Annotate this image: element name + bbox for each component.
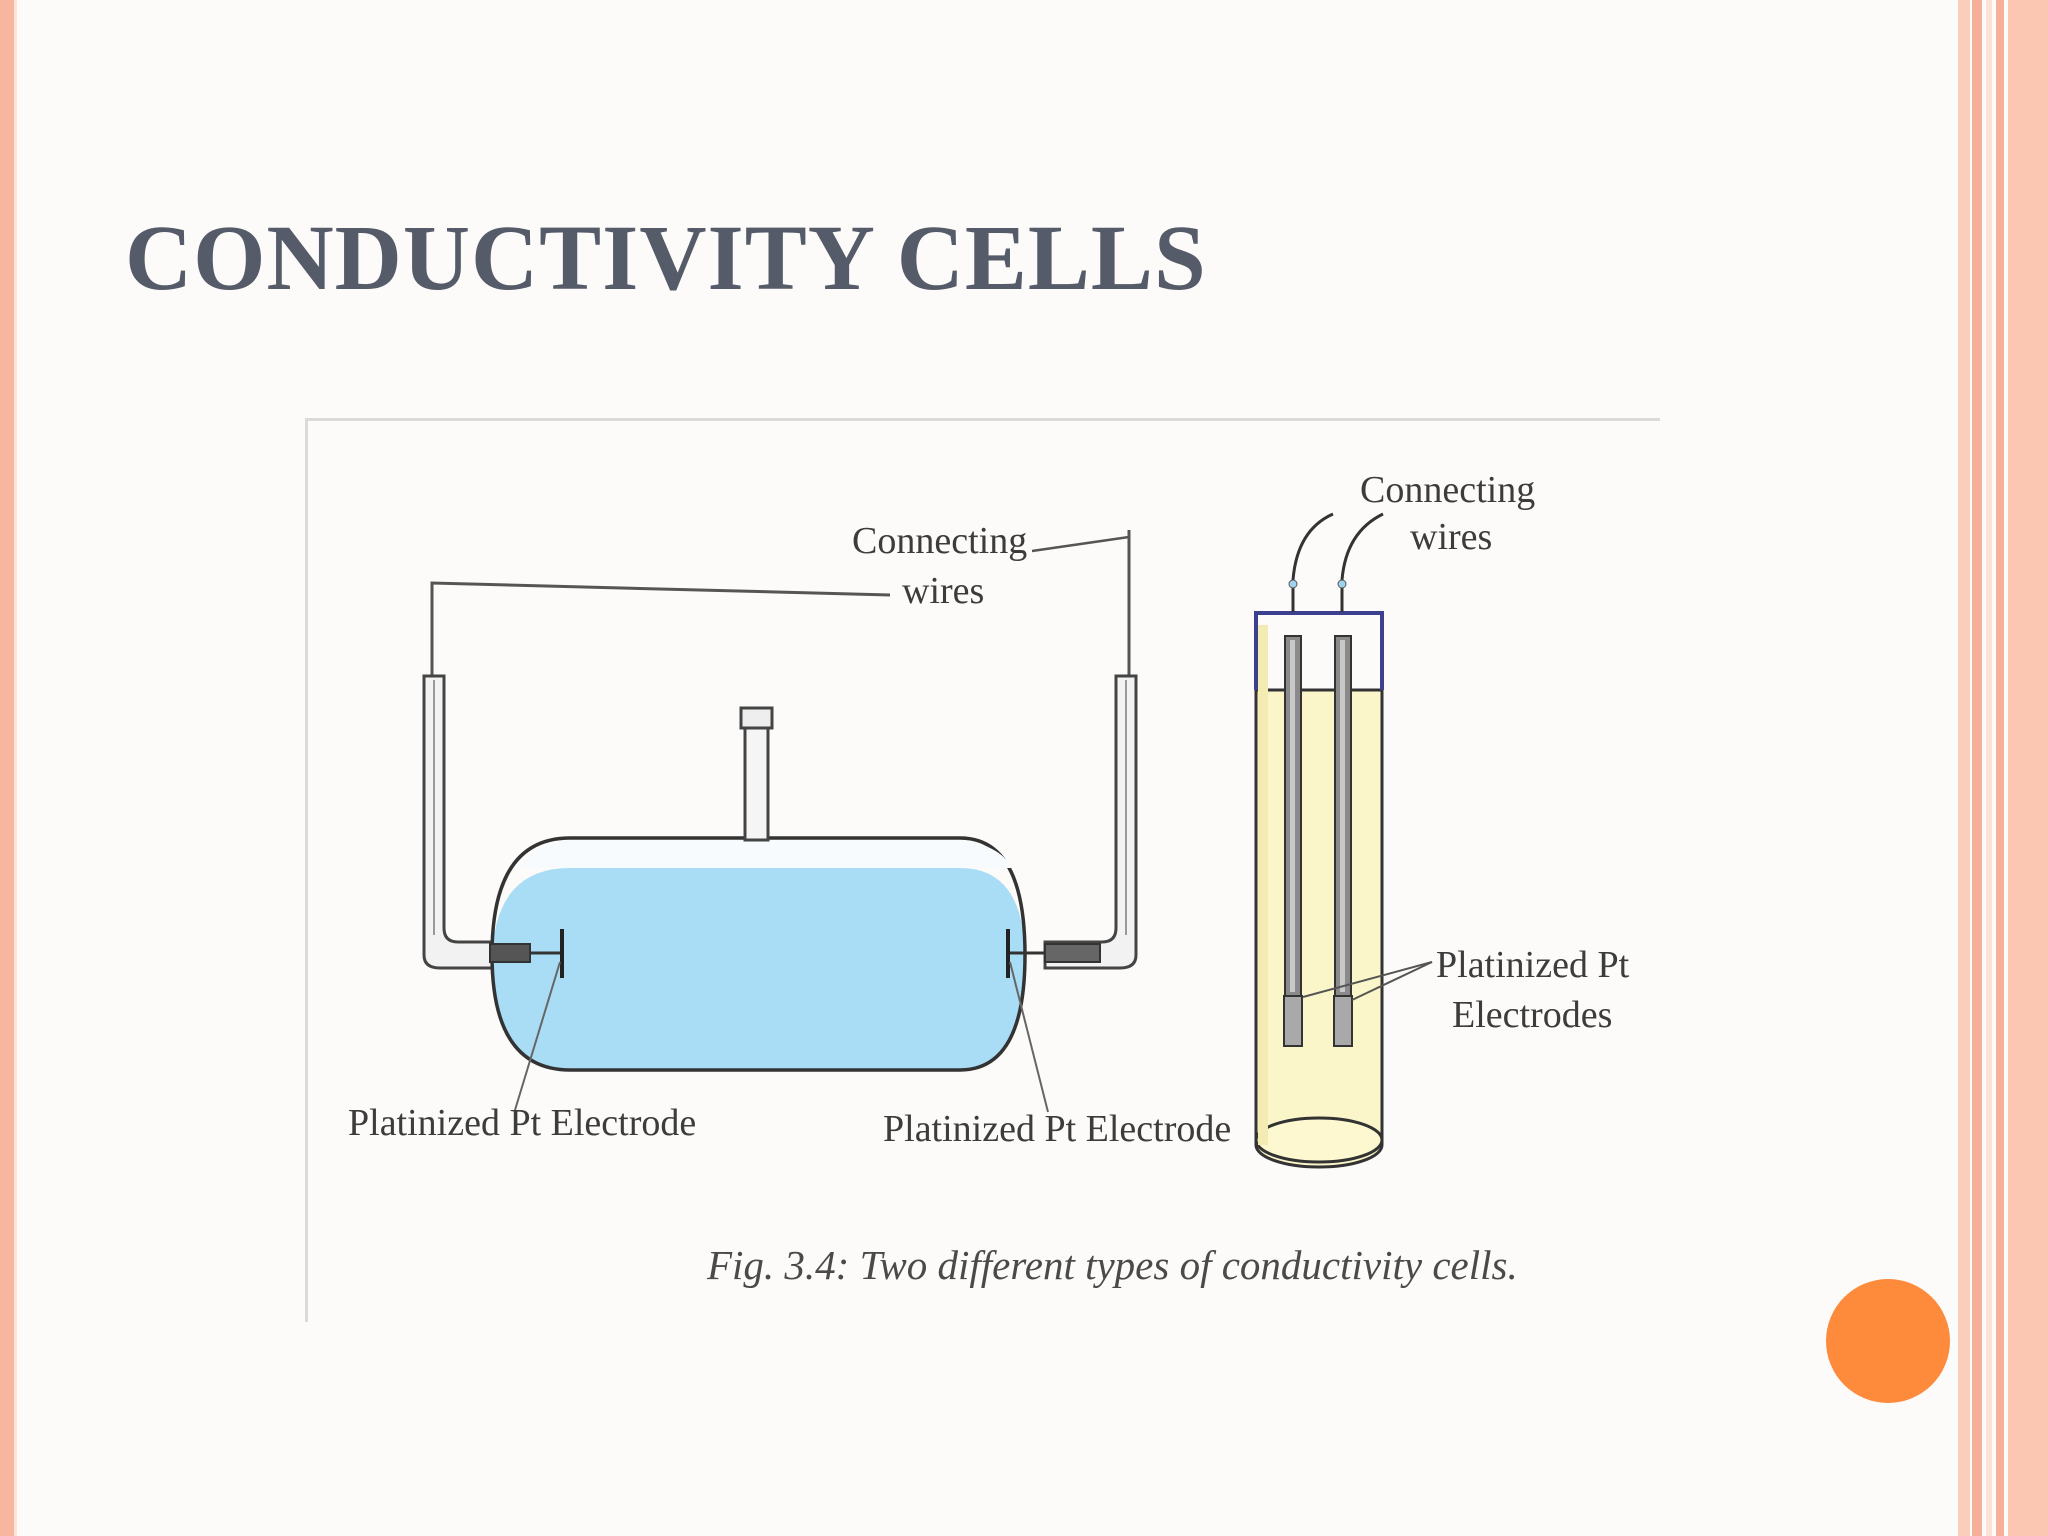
figure-frame	[305, 418, 1660, 1322]
cell-a-left-electrode-label: Platinized Pt Electrode	[348, 1102, 697, 1144]
cell-b-wires-label-line1: Connecting	[1360, 469, 1536, 511]
cell-b-tube-bottom	[1254, 1116, 1384, 1164]
right-glass-arm	[1043, 674, 1138, 970]
cell-b-wire-left	[1291, 512, 1334, 612]
left-border-stripe	[0, 0, 17, 1536]
left-connecting-wire	[430, 581, 891, 676]
orange-accent-dot	[1826, 1279, 1950, 1403]
right-electrode-pointer	[1009, 961, 1049, 1113]
cell-a-vessel	[490, 836, 1027, 1072]
cell-b-electrode-tip-left	[1283, 995, 1303, 1047]
right-border-stripes	[1958, 0, 2048, 1536]
cell-b-cap	[1254, 611, 1384, 690]
right-electrode-connector	[1044, 943, 1101, 963]
cell-a-right-electrode-label: Platinized Pt Electrode	[883, 1108, 1232, 1150]
cell-b-tube	[1254, 688, 1384, 1169]
cell-a-neck	[743, 716, 770, 842]
cell-b-wires-label-line2: wires	[1410, 516, 1493, 558]
cell-b-electrode-tip-right	[1333, 995, 1353, 1047]
cell-b-wire-right	[1340, 512, 1384, 612]
cell-a-solution	[492, 868, 1025, 1070]
figure-caption: Fig. 3.4: Two different types of conduct…	[707, 1242, 1518, 1288]
wires-pointer-line	[1031, 535, 1130, 553]
cell-b-electrodes-label-line2: Electrodes	[1452, 994, 1613, 1036]
cell-b-electrodes-pointer-1	[1302, 961, 1433, 998]
cell-b-electrodes-label-line1: Platinized Pt	[1436, 944, 1630, 986]
cell-a-wires-label-line1: Connecting	[852, 520, 1028, 562]
left-electrode-pointer	[514, 961, 561, 1111]
cell-a-wires-label-line2: wires	[902, 570, 985, 612]
slide-title: CONDUCTIVITY CELLS	[125, 207, 1207, 310]
cell-b-electrodes-pointer-2	[1351, 961, 1433, 1001]
left-electrode-connector	[489, 943, 531, 963]
